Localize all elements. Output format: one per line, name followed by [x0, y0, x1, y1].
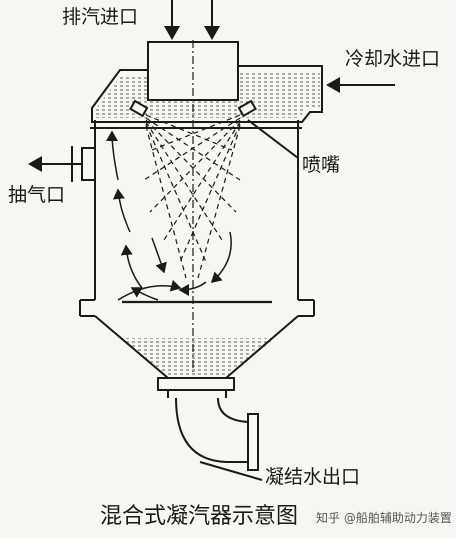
- label-steam-inlet: 排汽进口: [62, 6, 139, 28]
- outlet-pipe-flange: [247, 413, 259, 471]
- nozzle-left: [129, 99, 149, 118]
- outlet-pipe: [175, 397, 248, 463]
- label-cooling-water-inlet: 冷却水进口: [345, 48, 441, 70]
- air-extraction-port: [81, 147, 96, 181]
- nozzle-right: [237, 99, 257, 118]
- outlet-flange: [157, 377, 235, 391]
- label-nozzle: 喷嘴: [302, 154, 341, 176]
- flow-arrows: [106, 130, 232, 301]
- diagram-caption: 混合式凝汽器示意图: [100, 504, 299, 529]
- watermark: 知乎 @船舶辅助动力装置: [316, 511, 452, 525]
- spray-pattern: [143, 40, 241, 372]
- label-air-extraction: 抽气口: [8, 184, 66, 206]
- label-condensate-outlet: 凝结水出口: [265, 466, 361, 488]
- water-jacket: [91, 65, 323, 123]
- water-fill: [96, 72, 320, 376]
